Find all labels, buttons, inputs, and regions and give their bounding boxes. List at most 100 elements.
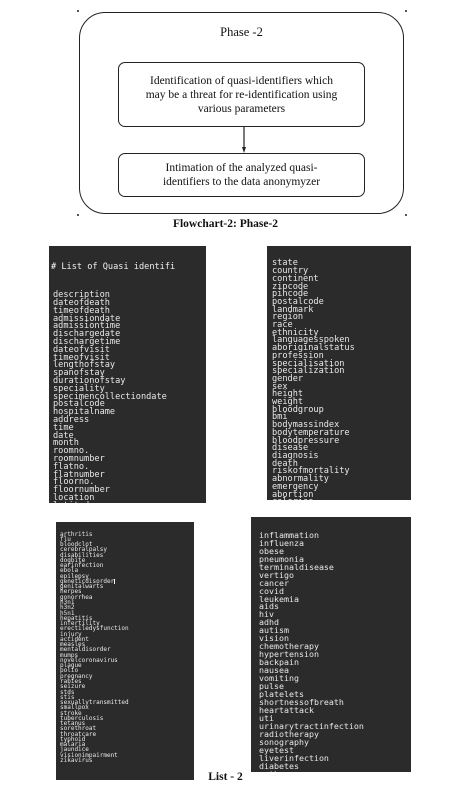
list-item: h3n2 <box>60 604 194 612</box>
list-item-text: novelcoronavirus <box>60 656 118 664</box>
list-item: heartattack <box>259 706 411 715</box>
list-item: gonorrhea <box>60 593 194 601</box>
list-item-text: spanofstay <box>53 368 105 379</box>
list-item-text: polio <box>60 667 79 675</box>
step1-line: various parameters <box>197 102 286 115</box>
list-item: vertigo <box>259 571 411 580</box>
list-item: admissiontime <box>53 321 206 332</box>
list-item: languagesspoken <box>272 336 411 345</box>
list-item: timeofdeath <box>53 305 206 316</box>
list-item-text: admissiontime <box>53 321 121 332</box>
list-item: malaria <box>60 742 194 748</box>
list-item-text: bloodgroup <box>272 404 324 415</box>
list-item-text: sorethroat <box>60 725 97 733</box>
list-item-text: flatnumber <box>53 469 105 480</box>
list-item: bmi <box>272 413 411 422</box>
list-item: platelets <box>259 690 411 699</box>
list-item: date <box>53 430 206 441</box>
list-item: nausea <box>259 666 411 675</box>
list-item: infertility <box>60 621 194 627</box>
step2-line: identifiers to the data anonymyzer <box>162 176 321 188</box>
list-item: dogbite <box>60 557 194 563</box>
list-item: abnormality <box>272 475 411 484</box>
list-item-text: dateofvisit <box>53 344 110 355</box>
list-item: accident <box>60 636 194 642</box>
list-item-text: calories <box>272 497 313 500</box>
list-item-text: race <box>272 320 293 331</box>
list-item-text: inflammation <box>259 529 319 540</box>
step1-line: may be a threat for re-identification us… <box>145 88 338 101</box>
list-item-text: covid <box>259 585 284 596</box>
list-item: rabies <box>60 678 194 684</box>
list-item-text: specialisation <box>272 358 345 369</box>
list-item: postalcode <box>272 298 411 307</box>
list-item: dateofvisit <box>53 344 206 355</box>
list-item-text: h3n2 <box>60 604 75 612</box>
list-item: pregnancy <box>60 672 194 680</box>
list-item: floornumber <box>53 485 206 496</box>
list-item: lengthofstay <box>53 361 206 370</box>
list-item-text: landmark <box>272 304 314 315</box>
intimation-step-box: Intimation of the analyzed quasi- identi… <box>118 153 365 197</box>
list-item-text: pregnancy <box>60 672 93 680</box>
list-item: tetanus <box>60 720 194 728</box>
list-item: continent <box>272 275 411 284</box>
identification-step-box: Identification of quasi-identifiers whic… <box>118 62 365 127</box>
list-item: genitalwarts <box>60 584 194 590</box>
list-item: profession <box>272 352 411 361</box>
list-item-text: vision <box>259 633 289 644</box>
list-item: disease <box>272 444 411 453</box>
list-item: obese <box>259 547 411 556</box>
list-item-text: death <box>272 458 298 469</box>
list-item: month <box>53 439 206 448</box>
list-item-text: flatno. <box>53 461 90 472</box>
list-item: bodytemperature <box>272 429 411 438</box>
list-item-text: gonorrhea <box>60 593 93 601</box>
list-item-text: location <box>53 492 95 503</box>
list-item: postalcode <box>53 400 206 409</box>
list-item-text: timeofdeath <box>53 305 110 316</box>
list-item: mentaldisorder <box>60 647 194 653</box>
list-item-text: abortion <box>272 489 314 500</box>
list-item-text: geneticdisorder <box>60 577 115 585</box>
list-item: geneticdisorder <box>60 577 194 585</box>
flowchart-caption: Flowchart-2: Phase-2 <box>172 218 279 230</box>
list-item: bloodgroup <box>272 404 411 415</box>
list-item-text: erectiledysfunction <box>60 625 129 633</box>
list-item: covid <box>259 585 411 596</box>
list-item-text: weight <box>272 397 304 408</box>
list-caption: List - 2 <box>208 771 243 783</box>
list-item-text: bloodclot <box>60 541 93 549</box>
list-item: ebola <box>60 568 194 574</box>
list-item-text: measles <box>60 641 86 649</box>
list-item: jaundice <box>60 747 194 753</box>
list-item: bodymassindex <box>272 421 411 430</box>
list-item-text: tetanus <box>60 720 86 728</box>
list-item: mumps <box>60 652 194 658</box>
list-item: zipcode <box>272 282 411 292</box>
list-item: urinarytractinfection <box>259 722 411 731</box>
list-item: vision <box>259 633 411 644</box>
list-item: region <box>272 313 411 322</box>
list-item: specimencollectiondate <box>53 392 206 402</box>
list-item: address <box>53 414 206 425</box>
list-item: backpain <box>259 658 411 667</box>
list-item-text: address <box>53 414 90 425</box>
list-item: measles <box>60 641 194 649</box>
list-item-text: diabetes <box>259 760 299 771</box>
list-item: location <box>53 492 206 503</box>
list-item-text: floornumber <box>53 485 110 496</box>
list-item-text: date <box>53 430 74 441</box>
list-item-text: adhd <box>259 617 279 628</box>
list-item-text: stds <box>60 688 75 696</box>
list-item: adhd <box>259 617 411 628</box>
list-item: eyetest <box>259 745 411 755</box>
list-item: dischargetime <box>53 338 206 347</box>
list-item-text: height <box>272 389 304 400</box>
list-item-text: sex <box>272 381 288 392</box>
list-item: bloodpressure <box>272 436 411 446</box>
list-item: flatno. <box>53 461 206 472</box>
